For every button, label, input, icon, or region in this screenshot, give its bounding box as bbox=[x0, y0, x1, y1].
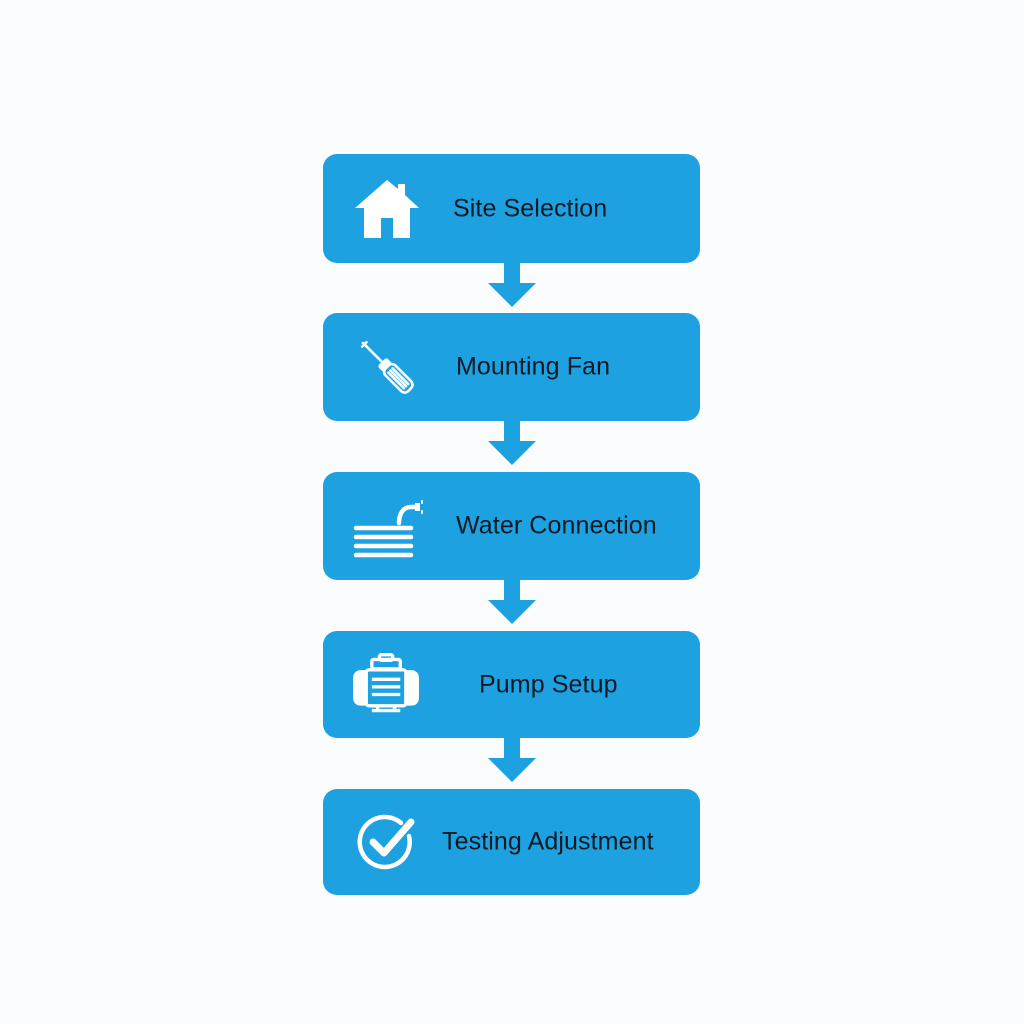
step-label: Water Connection bbox=[456, 511, 657, 540]
step-mounting-fan: Mounting Fan bbox=[323, 313, 700, 421]
flow-arrow-down bbox=[488, 263, 536, 307]
step-label: Site Selection bbox=[453, 194, 608, 222]
pump-icon bbox=[351, 649, 423, 721]
step-water-connection: Water Connection bbox=[323, 472, 700, 580]
step-site-selection: Site Selection bbox=[323, 154, 700, 263]
screwdriver-icon bbox=[351, 331, 423, 403]
step-testing-adjustment: Testing Adjustment bbox=[323, 789, 700, 895]
step-label: Mounting Fan bbox=[456, 352, 611, 381]
hose-icon bbox=[351, 490, 423, 562]
flow-arrow-down bbox=[488, 738, 536, 782]
flow-arrow-down bbox=[488, 421, 536, 465]
checkmark-circle-icon bbox=[351, 806, 423, 878]
flow-arrow-down bbox=[488, 580, 536, 624]
house-icon bbox=[351, 173, 423, 245]
step-label: Testing Adjustment bbox=[442, 827, 654, 856]
step-label: Pump Setup bbox=[479, 670, 618, 698]
step-pump-setup: Pump Setup bbox=[323, 631, 700, 738]
